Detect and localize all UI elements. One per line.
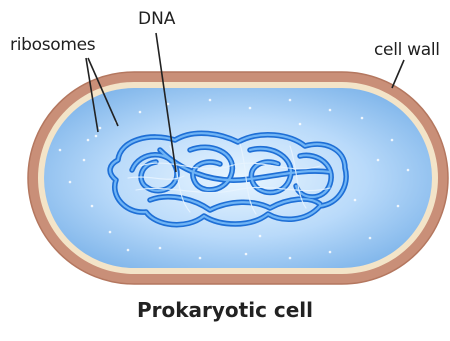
cell-wall-label: cell wall [374,42,440,59]
cell-wall-leader-line [392,60,404,88]
diagram-caption: Prokaryotic cell [0,300,450,320]
dna-label: DNA [138,11,175,28]
ribosomes-label: ribosomes [10,37,95,54]
